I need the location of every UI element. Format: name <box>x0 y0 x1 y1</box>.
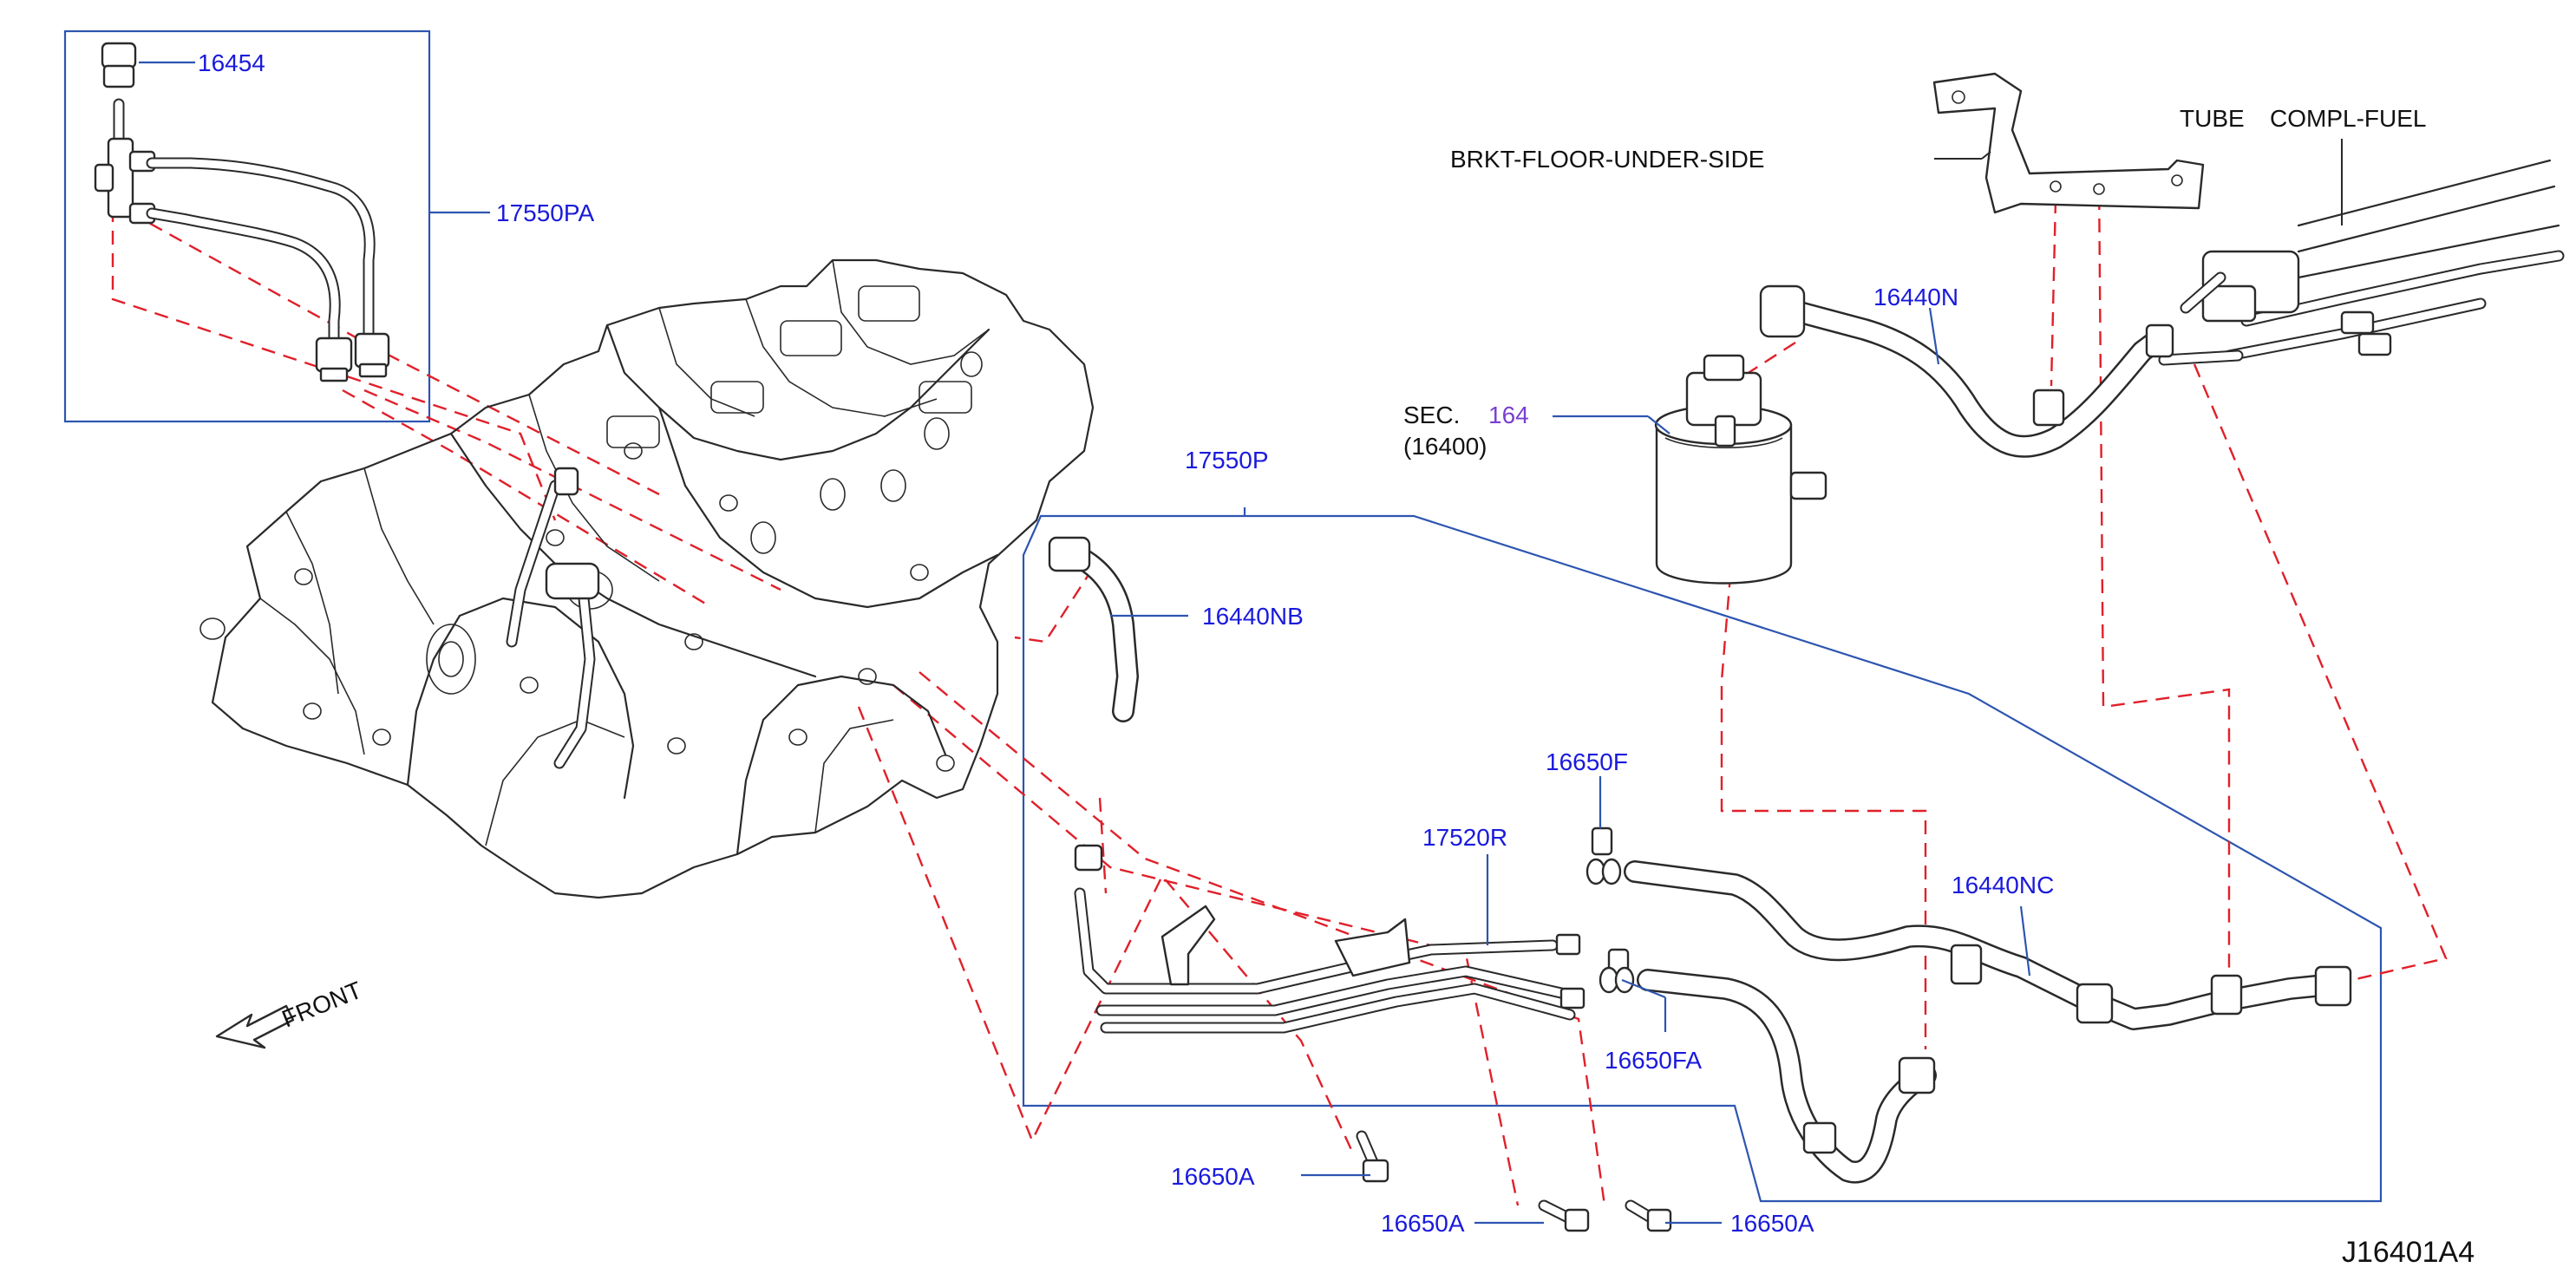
callout-box-17550PA <box>63 29 431 423</box>
label-16440NC: 16440NC <box>1952 872 2054 898</box>
label-sec-164: 164 <box>1488 402 1529 428</box>
front-direction-arrow: FRONT <box>215 977 366 1049</box>
label-17520R: 17520R <box>1422 824 1507 851</box>
label-16650FA: 16650FA <box>1605 1047 1702 1074</box>
callout-box-17550P <box>1022 514 2383 1203</box>
label-sec-16400: (16400) <box>1403 433 1487 460</box>
hose-16440NC <box>1624 860 2352 1184</box>
bolt-16650A-3 <box>1625 1199 1672 1232</box>
phantom-lines <box>111 173 2448 1206</box>
clamp-16650F <box>1585 826 1622 885</box>
part-17550PA-assembly <box>94 42 390 382</box>
bolt-16650A-2 <box>1538 1199 1590 1232</box>
label-17550P: 17550P <box>1185 447 1269 474</box>
label-16650A-1: 16650A <box>1171 1163 1255 1190</box>
label-16650F: 16650F <box>1546 748 1628 775</box>
label-tube: TUBE <box>2180 105 2245 132</box>
label-16650A-3: 16650A <box>1730 1210 1814 1237</box>
label-16454: 16454 <box>198 49 265 76</box>
label-16440NB: 16440NB <box>1202 603 1304 630</box>
fuel-tube-complete <box>2158 159 2565 366</box>
label-16440N: 16440N <box>1873 284 1958 310</box>
label-17550PA: 17550PA <box>496 199 594 226</box>
diagram-code: J16401A4 <box>2342 1236 2475 1269</box>
fuel-filter-sec164 <box>1654 354 1827 585</box>
label-brkt-floor-under-side: BRKT-FLOOR-UNDER-SIDE <box>1450 146 1764 173</box>
leader-lines <box>139 61 2343 1225</box>
clamp-16650FA <box>1599 948 1635 994</box>
hose-16440NB <box>1048 536 1139 872</box>
floor-bracket <box>1932 72 2205 214</box>
label-sec: SEC. <box>1403 402 1460 428</box>
engine-block <box>199 258 1095 899</box>
label-16650A-2: 16650A <box>1381 1210 1465 1237</box>
label-compl-fuel: COMPL-FUEL <box>2270 105 2426 132</box>
front-label: FRONT <box>278 977 366 1033</box>
hose-16440N <box>1759 284 2174 458</box>
fuel-pipe-17520R <box>1074 887 1585 1034</box>
